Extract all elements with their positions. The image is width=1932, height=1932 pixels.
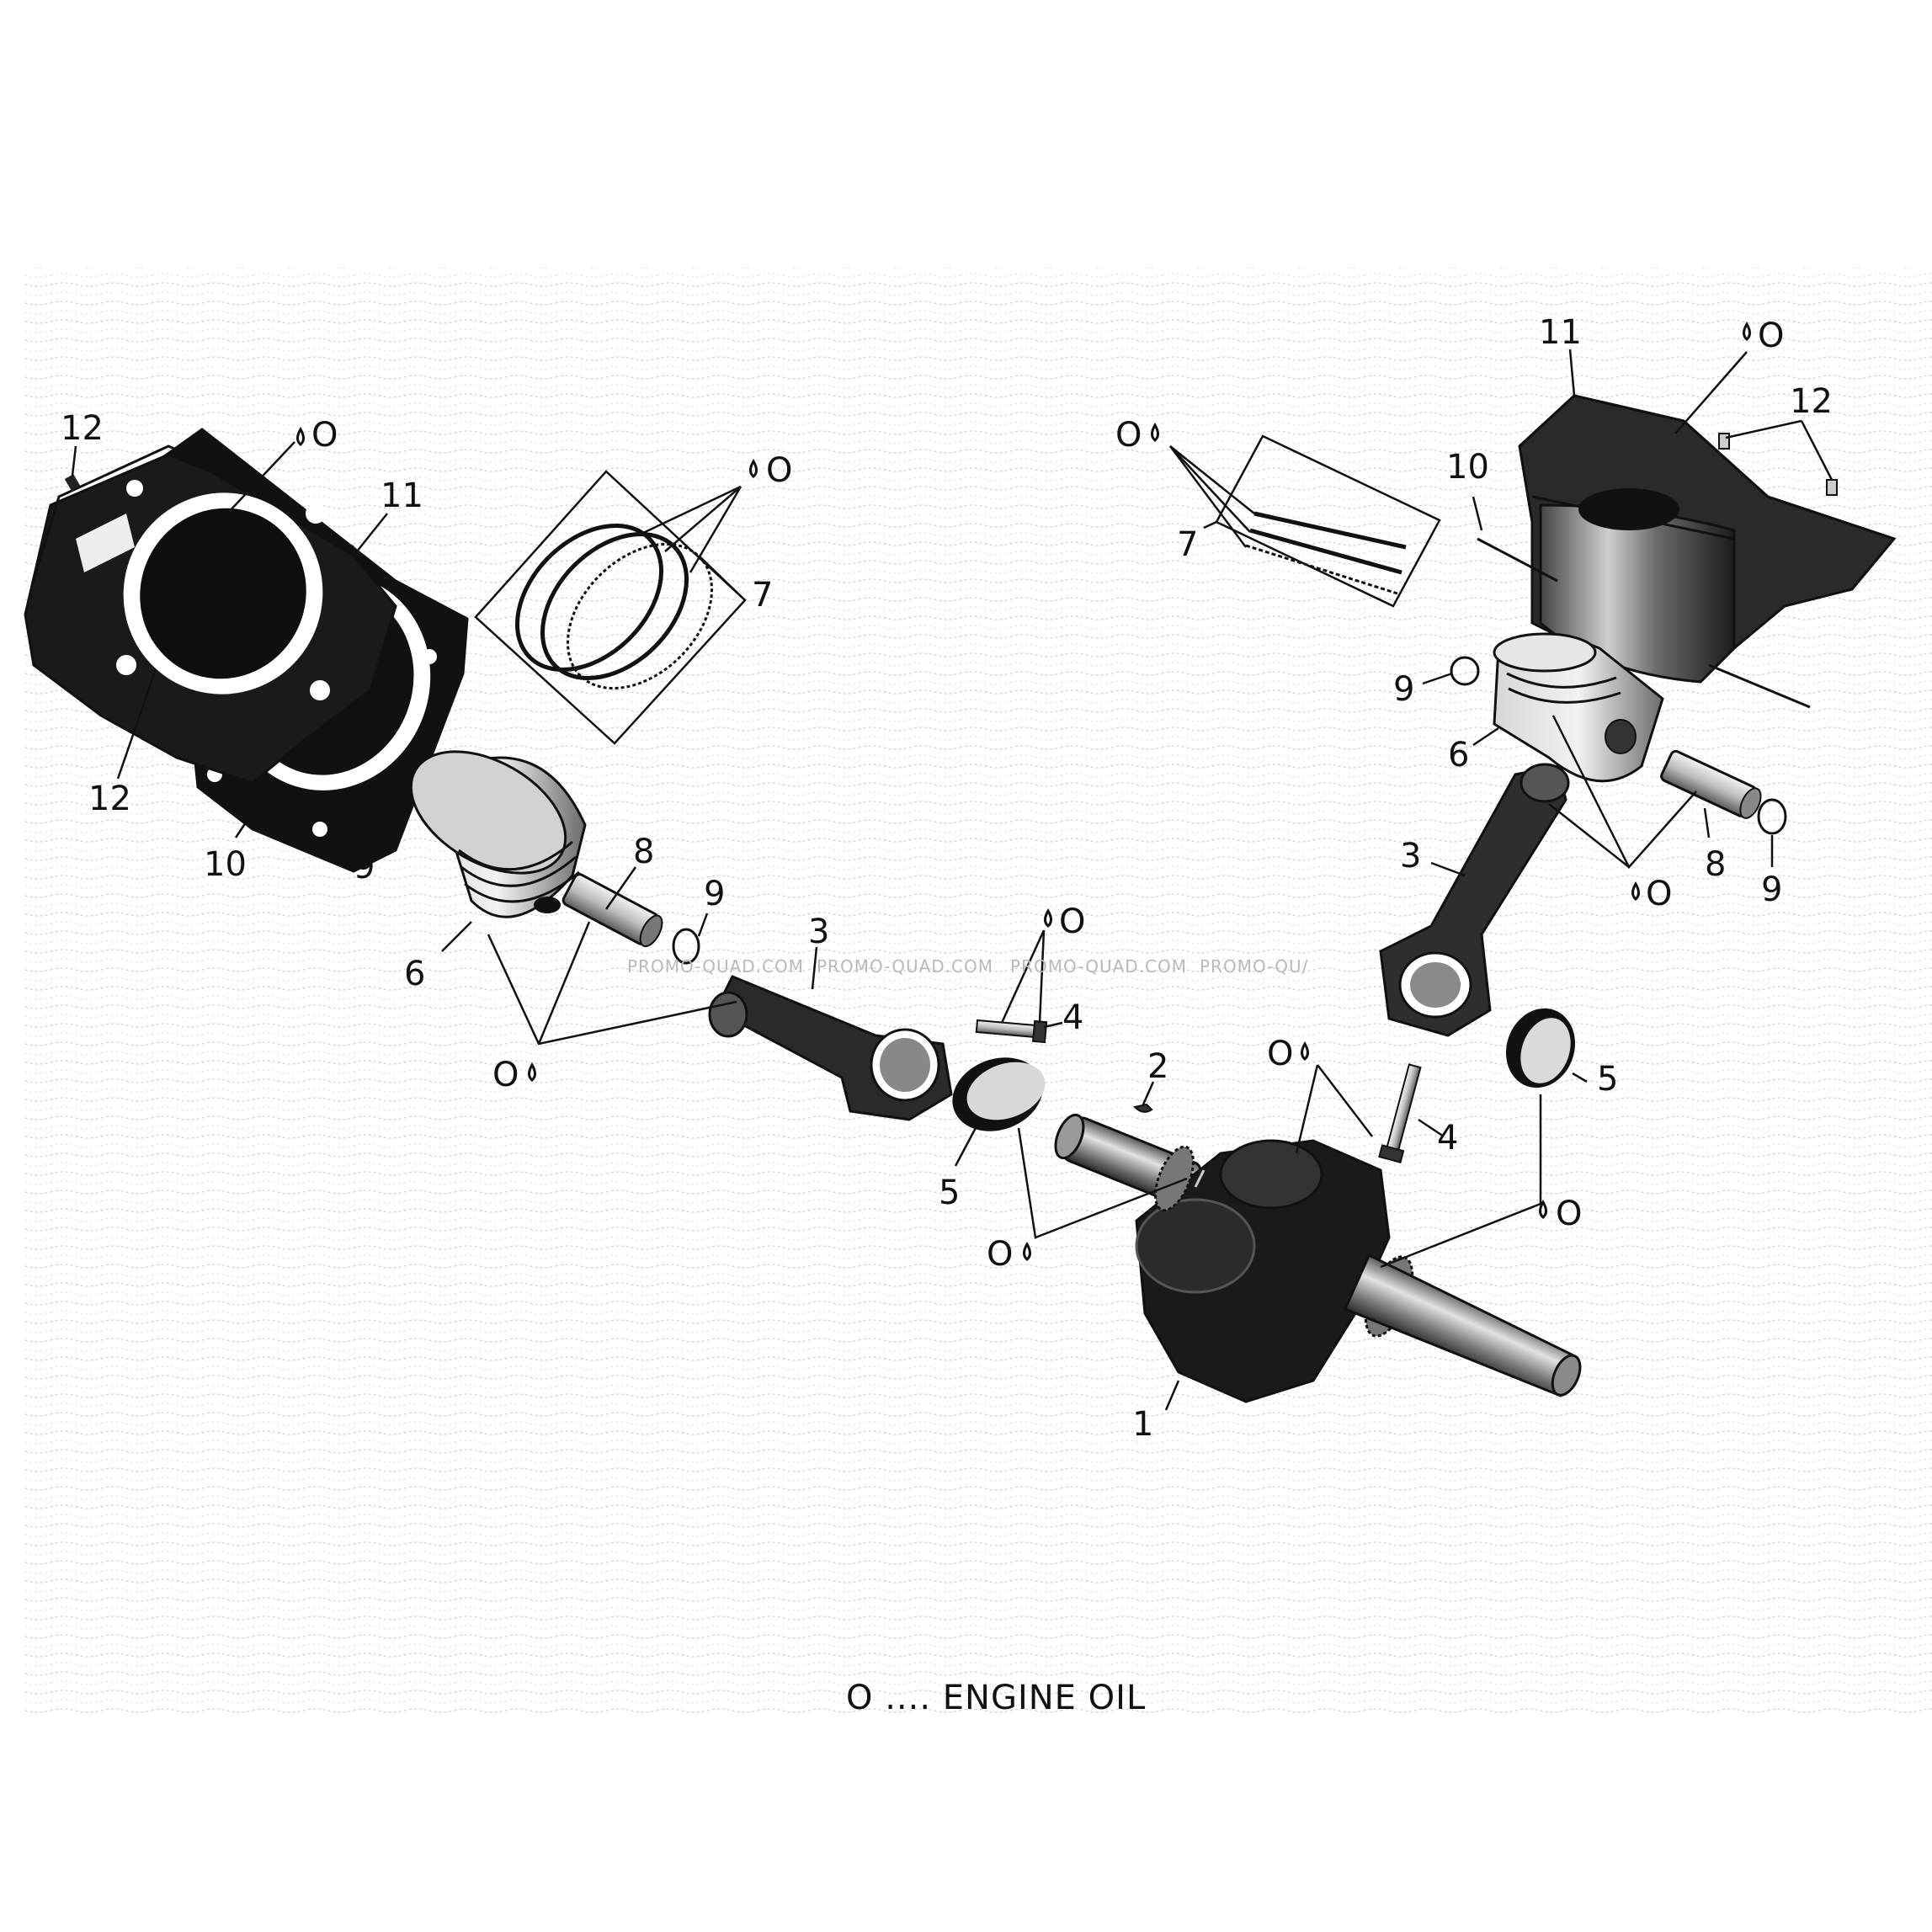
left-piston-pin — [562, 873, 663, 948]
svg-text:O: O — [1267, 1035, 1293, 1073]
callout-3-left: 3 — [808, 913, 829, 951]
callout-9-left-b: 9 — [704, 875, 725, 913]
right-cylinder-group — [1477, 394, 1897, 709]
right-rings-frame — [1215, 434, 1441, 608]
callout-5-left: 5 — [939, 1174, 960, 1212]
callout-12-right: 12 — [1790, 382, 1833, 421]
svg-text:O: O — [987, 1235, 1013, 1274]
oil-mark-right-bearing: O — [1539, 1195, 1582, 1233]
left-piston-ring-2 — [540, 531, 689, 681]
right-piston-pin — [1660, 749, 1762, 819]
right-crank-bearing — [1505, 1008, 1576, 1088]
right-piston-ring-2 — [1249, 528, 1402, 575]
left-cylinder-group — [24, 428, 469, 873]
callout-1: 1 — [1132, 1405, 1153, 1444]
callout-7-right: 7 — [1177, 525, 1198, 564]
left-circlip-1 — [380, 783, 407, 820]
callout-9-right-b: 9 — [1761, 870, 1782, 909]
callout-11-left: 11 — [381, 476, 423, 515]
crankshaft-group — [1054, 1103, 1582, 1403]
oil-mark-right-rings: O — [1115, 416, 1159, 455]
callout-6-left: 6 — [404, 955, 425, 993]
callout-7-left: 7 — [752, 576, 773, 615]
svg-text:O: O — [1059, 902, 1085, 941]
callout-2: 2 — [1147, 1047, 1168, 1086]
svg-text:O: O — [1646, 875, 1672, 913]
crankshaft-woodruff-key — [1132, 1103, 1153, 1113]
right-piston-rings-group — [1215, 434, 1441, 608]
right-base-gasket — [1477, 537, 1811, 709]
watermark-2: PROMO-QUAD.COM — [817, 956, 993, 977]
left-piston-ring-1 — [514, 523, 664, 673]
callout-12-left-bottom: 12 — [88, 780, 131, 818]
callout-8-right: 8 — [1705, 845, 1726, 884]
oil-mark-left-bolt: O — [1044, 902, 1085, 941]
left-piston-rings-group — [474, 470, 747, 745]
callout-8-left: 8 — [633, 833, 654, 871]
oil-mark-left-piston: O — [492, 1056, 536, 1094]
oil-mark-left-rings: O — [749, 451, 792, 490]
callout-4-left: 4 — [1062, 998, 1083, 1037]
left-dowel-pin — [64, 474, 81, 491]
callout-10-right: 10 — [1446, 448, 1489, 487]
engine-oil-legend: O .... ENGINE OIL — [846, 1679, 1146, 1717]
callout-9-right-a: 9 — [1393, 670, 1414, 709]
callout-numbers: 12 11 12 10 9 8 9 7 6 3 4 5 2 1 11 12 10… — [61, 313, 1833, 1444]
callout-10-left: 10 — [204, 845, 247, 884]
callout-11-right: 11 — [1539, 313, 1582, 352]
callout-3-right: 3 — [1400, 837, 1421, 876]
right-dowel-pin-1 — [1718, 433, 1730, 450]
callout-9-left-a: 9 — [354, 848, 375, 886]
right-circlip-2 — [1757, 798, 1787, 835]
watermarks: PROMO-QUAD.COM PROMO-QUAD.COM PROMO-QUAD… — [627, 956, 1308, 977]
watermark-3: PROMO-QUAD.COM — [1010, 956, 1187, 977]
left-connecting-rod-group — [708, 975, 1048, 1131]
callout-6-right: 6 — [1448, 736, 1469, 774]
leader-lines — [71, 349, 1834, 1411]
right-dowel-pin-2 — [1826, 479, 1838, 496]
callout-12-left-top: 12 — [61, 409, 104, 448]
oil-mark-right-piston: O — [1631, 875, 1672, 913]
right-circlip-1 — [1450, 656, 1480, 686]
svg-text:O: O — [492, 1056, 519, 1094]
right-piston-group — [1450, 632, 1787, 835]
oil-mark-left-bearing: O — [987, 1235, 1031, 1274]
callout-5-right: 5 — [1597, 1060, 1618, 1099]
watermark-1: PROMO-QUAD.COM — [627, 956, 804, 977]
left-piston-ring-3 — [566, 542, 714, 690]
left-crank-bearing — [952, 1057, 1046, 1131]
svg-text:O: O — [311, 416, 338, 455]
watermark-4: PROMO-QU/ — [1200, 956, 1308, 977]
oil-mark-left-cylinder: O — [296, 416, 338, 455]
right-con-rod-bolt — [1378, 1063, 1422, 1163]
left-con-rod-bolt — [975, 1019, 1048, 1044]
left-circlip-2 — [672, 928, 700, 965]
right-connecting-rod-group — [1378, 763, 1576, 1163]
oil-marks: O O O O O O O O O — [296, 317, 1784, 1274]
callout-4-right: 4 — [1437, 1119, 1458, 1158]
svg-text:O: O — [1115, 416, 1142, 455]
svg-text:O: O — [1556, 1195, 1582, 1233]
oil-mark-right-cylinder: O — [1743, 317, 1784, 355]
right-piston-ring-1 — [1253, 511, 1407, 550]
svg-text:O: O — [766, 451, 792, 490]
oil-mark-right-bolt: O — [1267, 1035, 1309, 1073]
svg-text:O: O — [1758, 317, 1784, 355]
left-piston-group — [380, 750, 700, 965]
